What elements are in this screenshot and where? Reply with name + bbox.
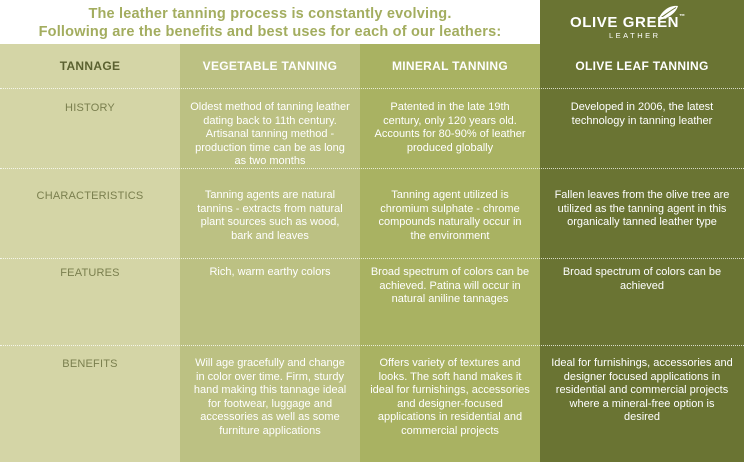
features-vegetable: Rich, warm earthy colors [209,266,331,278]
row-divider [0,258,744,259]
benefits-vegetable: Will age gracefully and change in color … [193,357,347,437]
row-divider [0,88,744,89]
history-olive: Developed in 2006, the latest technology… [570,101,714,127]
column-mineral-tanning [360,44,540,462]
intro-text: The leather tanning process is constantl… [0,0,540,44]
header-tannage: TANNAGE [59,59,121,73]
characteristics-mineral: Tanning agent utilized is chromium sulph… [378,189,522,242]
history-vegetable: Oldest method of tanning leather dating … [190,101,350,167]
row-label-features: FEATURES [60,267,120,279]
header-olive-leaf-tanning: OLIVE LEAF TANNING [575,59,709,73]
characteristics-vegetable: Tanning agents are natural tannins - ext… [197,189,343,242]
row-label-characteristics: CHARACTERISTICS [36,190,144,202]
row-label-history: HISTORY [65,102,115,114]
logo-brand: OLIVE GREEN™ [570,14,686,31]
column-tannage [0,44,180,462]
row-label-benefits: BENEFITS [62,358,118,370]
row-divider [0,345,744,346]
intro-line-2: Following are the benefits and best uses… [38,24,502,40]
characteristics-olive: Fallen leaves from the olive tree are ut… [554,189,730,228]
olive-green-logo: OLIVE GREEN™ LEATHER [540,0,744,44]
logo-sub: LEATHER [609,31,661,40]
features-mineral: Broad spectrum of colors can be achieved… [370,266,530,305]
header-mineral-tanning: MINERAL TANNING [391,59,509,73]
row-divider [0,168,744,169]
header-vegetable-tanning: VEGETABLE TANNING [202,59,338,73]
column-olive-leaf-tanning [540,0,744,462]
leaf-icon [658,5,678,20]
features-olive: Broad spectrum of colors can be achieved [562,266,722,292]
benefits-mineral: Offers variety of textures and looks. Th… [370,357,530,437]
benefits-olive: Ideal for furnishings, accessories and d… [551,357,733,423]
column-vegetable-tanning [180,44,360,462]
intro-line-1: The leather tanning process is constantl… [88,6,452,22]
logo-trademark: ™ [679,14,686,20]
history-mineral: Patented in the late 19th century, only … [374,101,526,154]
